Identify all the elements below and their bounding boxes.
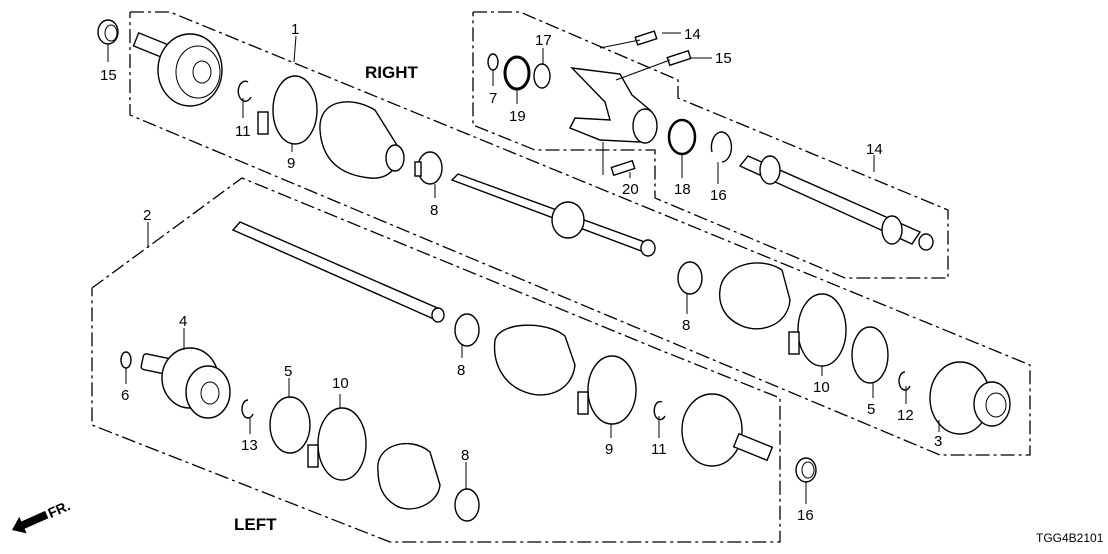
callout-2: 2 [143,207,151,224]
part-8-clamp-b [677,261,703,295]
part-15-nut-top [97,19,119,45]
callout-8-mid-right: 8 [682,317,690,334]
part-boot-left-outer [377,442,441,510]
callout-9-left: 9 [605,441,613,458]
callout-17: 17 [535,32,552,49]
part-12-circlip-left [241,399,254,419]
callout-15-top: 15 [100,67,117,84]
part-16-circlip [710,131,733,163]
diagram-code: TGG4B2101 [1036,531,1104,545]
callout-12-right: 12 [897,407,914,424]
callout-16: 16 [710,187,727,204]
intermediate-shaft-outline [472,11,949,279]
left-driveshaft-outline [91,177,781,543]
callout-14-a: 14 [684,26,701,43]
part-8-clamp-d [454,488,480,522]
callout-6: 6 [121,387,129,404]
part-8-clamp-c [454,313,480,347]
part-5-snap-ring-left [269,396,311,454]
part-12-circlip-right [898,371,911,391]
part-6-o-ring [120,351,132,369]
callout-20: 20 [622,181,639,198]
callout-3: 3 [934,433,942,450]
part-10-boot-band-right [788,293,847,367]
part-3-inboard-joint-right [929,361,1011,435]
callout-10-left: 10 [332,375,349,392]
part-15-nut-bottom [795,457,817,483]
callout-8-lower: 8 [461,447,469,464]
part-outer-cv-joint-right [132,31,223,107]
front-label: FR. [45,497,72,521]
part-boot-right-outer [319,101,405,179]
callout-7: 7 [489,90,497,107]
callout-18: 18 [674,181,691,198]
section-title-right: RIGHT [365,63,419,82]
part-7-o-ring [487,53,499,71]
front-arrow-icon [12,510,49,534]
part-19-seal [503,55,531,91]
part-13-intermediate-shaft [738,155,934,251]
front-direction-indicator: FR. [12,497,72,534]
part-14-bolt-a [634,30,658,46]
part-11-circlip-left [653,400,666,421]
part-14-bolt-b [666,49,692,67]
callout-13: 14 [866,141,883,158]
callout-4: 4 [179,313,187,330]
part-8-clamp-a [414,151,443,185]
right-driveshaft-outline [129,11,1031,456]
callout-1: 1 [291,21,299,38]
part-4-inboard-joint-left [140,347,231,419]
part-20-bolt [610,159,636,177]
callout-10-right: 10 [813,379,830,396]
part-bearing-support-bracket [569,67,658,144]
part-boot-left-inner [493,324,576,396]
callout-8-mid-left: 8 [457,362,465,379]
part-right-shaft [450,173,656,257]
callout-14-b: 15 [715,50,732,67]
callout-8-upper: 8 [430,202,438,219]
callout-9-right: 9 [287,155,295,172]
callout-12-left: 13 [241,437,258,454]
part-5-snap-ring-right [851,326,889,384]
callout-5-right: 5 [867,401,875,418]
part-boot-right-inner [718,262,791,330]
part-10-boot-band-left [307,407,367,481]
callout-15-bottom: 16 [797,507,814,524]
callout-19: 19 [509,108,526,125]
part-17-o-ring [533,63,551,89]
part-9-boot-band-left [577,355,637,425]
callout-5-left: 5 [284,363,292,380]
part-left-shaft [231,221,445,323]
callout-11-left: 11 [651,441,667,458]
part-18-seal [667,118,697,156]
part-9-boot-band-right [257,75,318,145]
part-outer-cv-joint-left [681,393,774,467]
leader-lines [107,32,940,504]
section-title-left: LEFT [234,515,277,534]
callout-11-right: 11 [235,123,251,140]
part-11-circlip-right [237,80,252,102]
